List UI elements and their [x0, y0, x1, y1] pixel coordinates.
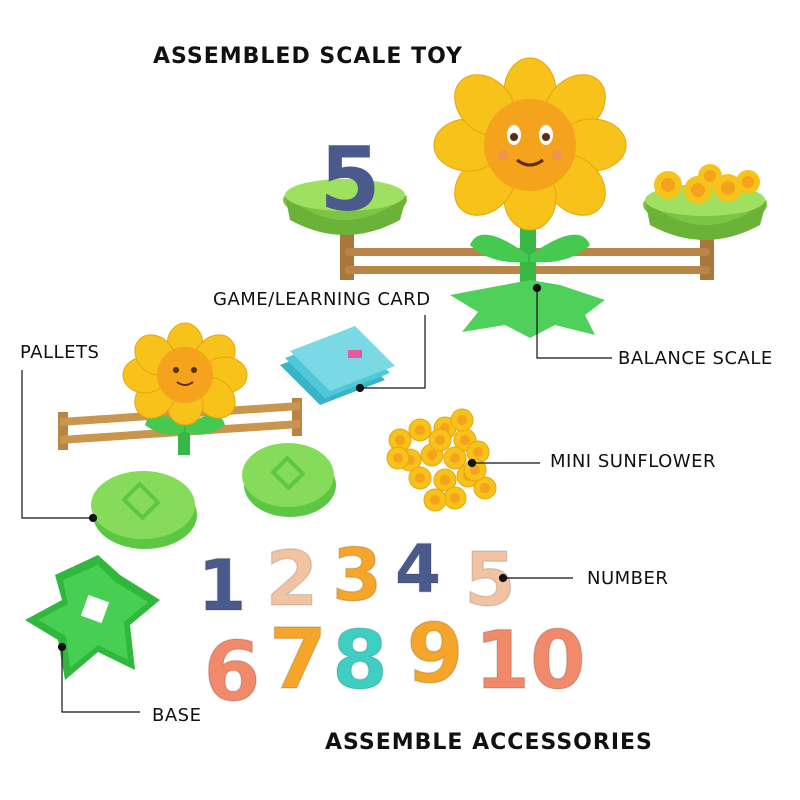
leader-lines [21, 283, 612, 713]
pallets-scale [58, 322, 302, 455]
number-piece-6: 6 [203, 625, 260, 720]
number-piece-4: 4 [395, 531, 441, 608]
number-piece-9: 9 [406, 607, 463, 702]
number-piece-5: 5 [464, 537, 516, 623]
number-piece-2: 2 [266, 534, 319, 623]
mini-sunflower [473, 476, 497, 500]
number-piece-8: 8 [332, 614, 388, 707]
mini-sunflower [408, 418, 432, 442]
label-balance-scale: BALANCE SCALE [618, 348, 773, 369]
mini-sunflower-pile [386, 408, 497, 512]
mini-sunflower [423, 488, 447, 512]
mini-sunflower [433, 468, 457, 492]
number-piece-7: 7 [269, 610, 327, 708]
number-piece-1: 1 [198, 545, 247, 627]
label-pallets: PALLETS [20, 342, 100, 363]
label-game-card: GAME/LEARNING CARD [213, 289, 431, 310]
mini-sunflower [386, 446, 410, 470]
pallet-discs [91, 443, 336, 549]
mini-sunflower [443, 446, 467, 470]
scale-base [450, 280, 605, 338]
tray-mini-sunflowers [654, 164, 760, 204]
number-piece-10: 10 [474, 614, 585, 707]
label-mini-sunflower: MINI SUNFLOWER [550, 451, 716, 472]
label-base: BASE [152, 705, 202, 726]
big-sunflower [433, 57, 627, 231]
number-piece-3: 3 [332, 533, 382, 617]
heading-assembled: ASSEMBLED SCALE TOY [153, 44, 463, 69]
mini-sunflower [450, 408, 474, 432]
assembled-scale: 5 [283, 57, 767, 338]
scale-number-5: 5 [319, 128, 380, 231]
game-cards [280, 326, 395, 405]
mini-sunflower [443, 486, 467, 510]
mini-sunflower [428, 428, 452, 452]
leaf-right [530, 234, 590, 263]
sunflower-face [484, 99, 576, 191]
heading-accessories: ASSEMBLE ACCESSORIES [325, 730, 653, 755]
leaf-left [470, 234, 528, 263]
label-number: NUMBER [587, 568, 669, 589]
mini-sunflower [408, 466, 432, 490]
